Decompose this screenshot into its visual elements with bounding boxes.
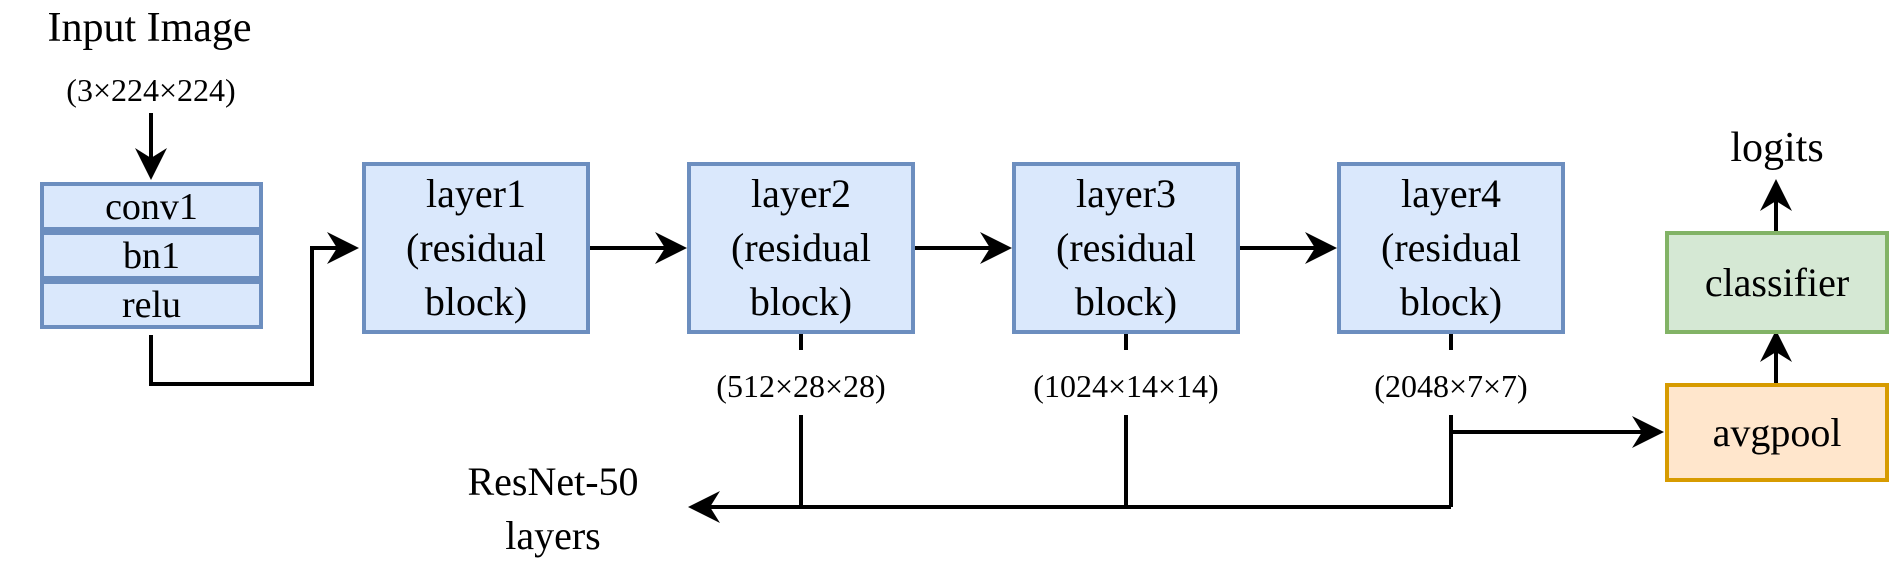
stem-relu: relu <box>40 280 263 329</box>
layer4-desc-2: block) <box>1399 279 1503 324</box>
layer2-desc-2: block) <box>749 279 853 324</box>
layer4-box: layer4 (residual block) <box>1337 162 1565 334</box>
layer4-name: layer4 <box>1401 171 1501 216</box>
layer4-desc-1: (residual <box>1381 225 1521 270</box>
logits-label: logits <box>1730 125 1824 171</box>
layer3-output-dims: (1024×14×14) <box>1033 368 1219 404</box>
resnet-label-line1: ResNet-50 <box>467 459 639 504</box>
layer2-name: layer2 <box>751 171 851 216</box>
stem-bn1: bn1 <box>40 231 263 280</box>
avgpool-box: avgpool <box>1665 383 1889 482</box>
arrow-stem-to-layer1 <box>149 232 359 386</box>
resnet-label-line2: layers <box>505 513 601 558</box>
layer4-output-dims: (2048×7×7) <box>1374 368 1528 404</box>
layer1-name: layer1 <box>426 171 526 216</box>
layer3-name: layer3 <box>1076 171 1176 216</box>
input-image-title: Input Image <box>47 5 252 51</box>
layer1-desc-2: block) <box>424 279 528 324</box>
layer2-output-dims: (512×28×28) <box>716 368 886 404</box>
stem-conv1: conv1 <box>40 182 263 231</box>
layer1-box: layer1 (residual block) <box>362 162 590 334</box>
layer3-desc-1: (residual <box>1056 225 1196 270</box>
layer1-desc-1: (residual <box>406 225 546 270</box>
layer2-box: layer2 (residual block) <box>687 162 915 334</box>
classifier-box: classifier <box>1665 231 1889 334</box>
resnet-layers-label: ResNet-50 layers <box>418 455 688 563</box>
layer3-desc-2: block) <box>1074 279 1178 324</box>
layer2-desc-1: (residual <box>731 225 871 270</box>
input-dims: (3×224×224) <box>66 72 236 108</box>
layer3-box: layer3 (residual block) <box>1012 162 1240 334</box>
